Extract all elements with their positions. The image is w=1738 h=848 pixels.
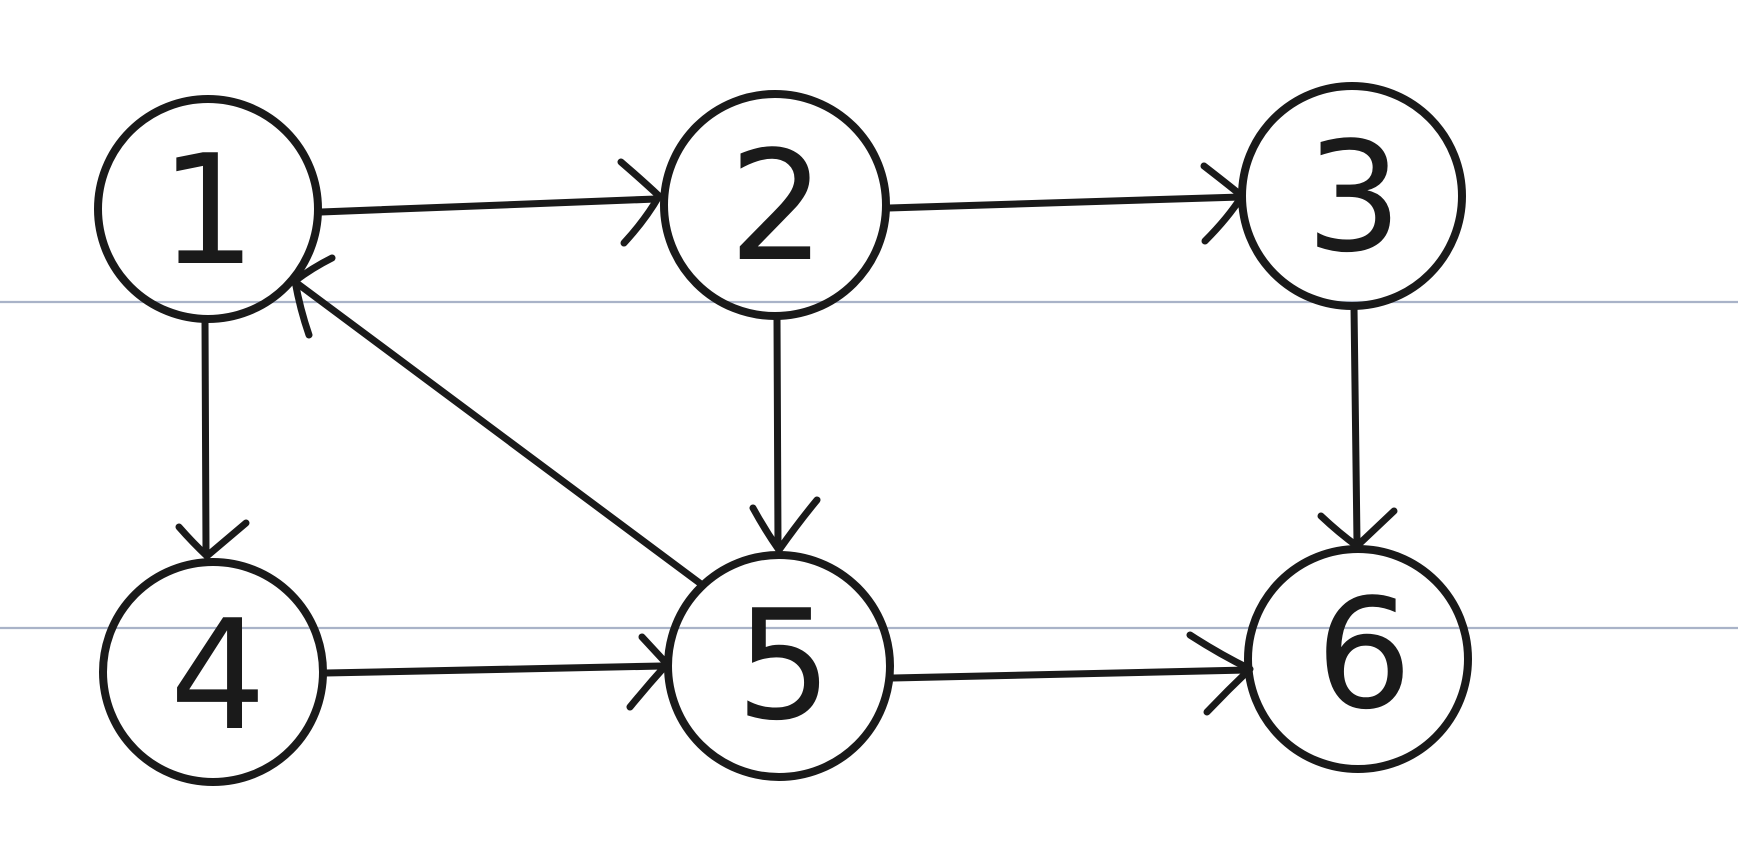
node-3-label: 3 <box>1306 109 1403 286</box>
edge-4-to-5-arrowhead-icon <box>626 633 671 711</box>
edge-3-to-6-line <box>1350 303 1361 546</box>
node-2-label: 2 <box>729 118 826 295</box>
edge-2-to-5-line <box>773 314 782 550</box>
node-1-label: 1 <box>160 122 257 299</box>
nodes: 1 2 3 4 5 6 <box>94 82 1472 786</box>
edge-4-to-5-line <box>322 662 666 677</box>
edge-2-to-3-arrowhead-icon <box>1200 162 1246 245</box>
node-1: 1 <box>94 95 322 323</box>
node-6: 6 <box>1244 545 1472 773</box>
edge-1-to-2-line <box>317 195 660 216</box>
edge-5-to-6-line <box>889 666 1251 682</box>
node-4-label: 4 <box>170 587 267 764</box>
edge-1-to-2 <box>317 158 663 247</box>
node-5: 5 <box>664 551 894 781</box>
edge-4-to-5 <box>322 633 671 711</box>
edge-1-to-4-line <box>201 316 210 555</box>
node-4-circle <box>99 558 327 786</box>
edge-5-to-1-line <box>294 280 705 588</box>
node-5-label: 5 <box>736 577 833 754</box>
node-2-circle <box>660 90 890 320</box>
node-4: 4 <box>99 558 327 786</box>
edge-2-to-3-line <box>884 193 1245 212</box>
edge-5-to-1 <box>291 254 705 588</box>
node-5-circle <box>664 551 894 781</box>
node-2: 2 <box>660 90 890 320</box>
edge-1-to-4 <box>175 316 250 560</box>
edge-2-to-5-arrowhead-icon <box>749 496 821 554</box>
edge-1-to-4-arrowhead-icon <box>175 519 250 560</box>
edge-3-to-6 <box>1317 303 1398 550</box>
node-3: 3 <box>1238 82 1466 310</box>
node-3-circle <box>1238 82 1466 310</box>
ruled-lines <box>0 300 1738 630</box>
edge-2-to-3 <box>884 162 1246 245</box>
node-6-label: 6 <box>1316 566 1413 743</box>
edge-5-to-6 <box>889 631 1254 716</box>
edge-2-to-5 <box>749 314 821 554</box>
edge-1-to-2-arrowhead-icon <box>617 158 663 247</box>
node-1-circle <box>94 95 322 323</box>
node-6-circle <box>1244 545 1472 773</box>
